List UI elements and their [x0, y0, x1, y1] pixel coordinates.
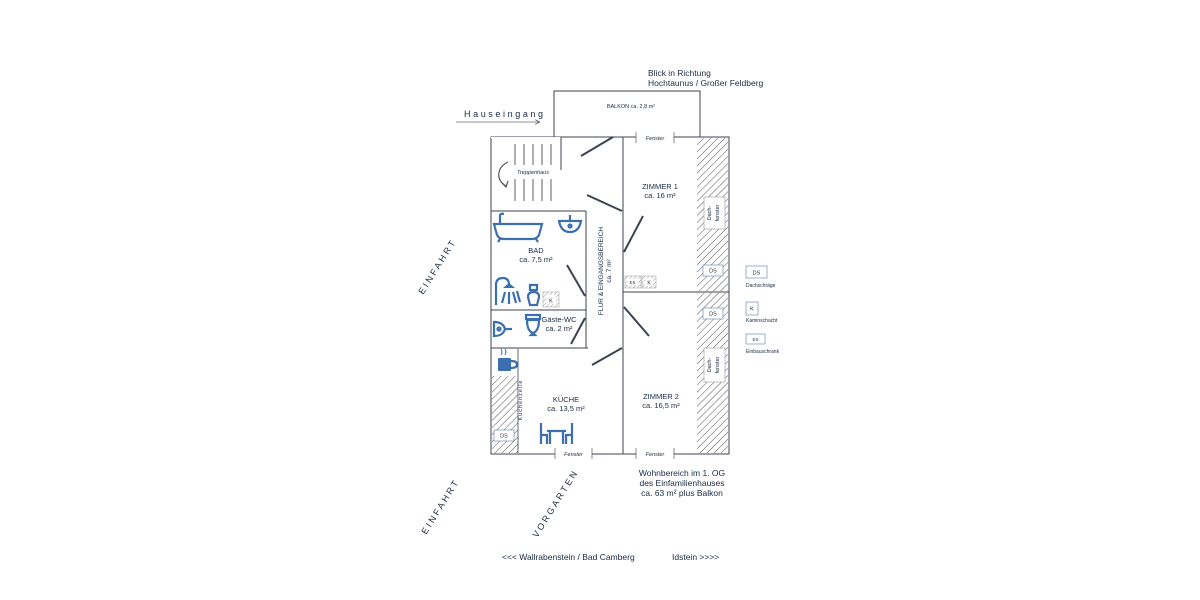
legend-ds-swatch [745, 265, 768, 279]
room-zimmer1-name: ZIMMER 1 [642, 182, 678, 191]
room-kitchen-name: KÜCHE [553, 395, 579, 404]
outer-wall [490, 136, 730, 455]
roof-window-2 [703, 347, 726, 383]
svg-text:Fenster: Fenster [564, 452, 584, 458]
room-bad-name: BAD [528, 246, 544, 255]
svg-text:DS: DS [753, 271, 761, 277]
window-kitchen [555, 448, 592, 459]
einfahrt-label-top: EINFAHRT [416, 237, 458, 296]
svg-text:DS: DS [709, 312, 717, 318]
svg-text:Fenster: Fenster [646, 136, 666, 142]
room-wc-area: ca. 2 m² [545, 324, 573, 333]
room-zimmer2-area: ca. 16,5 m² [642, 401, 680, 410]
roof-window-2-line1: Dach- [707, 357, 713, 372]
door-wc [570, 317, 586, 345]
sink-icon [557, 215, 583, 234]
room-zimmer2-name: ZIMMER 2 [643, 392, 679, 401]
direction-left: <<< Wallrabenstein / Bad Camberg [502, 552, 635, 562]
entrance-label: Hauseingang [464, 109, 546, 119]
roof-slope-kitchen [492, 376, 518, 453]
balcony-label: BALKON ca. 2,8 m² [607, 104, 655, 110]
svg-text:DS: DS [500, 434, 508, 440]
legend-ds-label: Dachschräge [746, 283, 776, 289]
legend-k-label: Kaminschacht [746, 318, 778, 324]
view-direction-line1: Blick in Richtung [648, 68, 711, 78]
window-zimmer2 [636, 448, 674, 459]
roof-window-2-line2: fenster [715, 356, 721, 373]
kitchenette-label: Küchenzeile [518, 380, 524, 421]
stairs-label: Treppenhaus [517, 170, 549, 176]
staircase [514, 144, 552, 201]
wc-toilet-icon [524, 313, 542, 337]
svg-text:DS: DS [709, 269, 717, 275]
door-zimmer1 [623, 215, 644, 253]
room-hallway-name: FLUR & EINGANGSBEREICH [598, 227, 605, 315]
roof-window-1 [703, 196, 726, 230]
door-stairs [586, 194, 623, 212]
ds-tag-kitchen [493, 429, 515, 442]
dining-table-icon [539, 423, 574, 444]
coffee-cup-icon [498, 348, 519, 371]
room-hallway-area: ca. 7 m² [606, 258, 613, 282]
room-bad-area: ca. 7,5 m² [519, 255, 553, 264]
ds-tag-zimmer2 [702, 307, 724, 320]
svg-text:ES: ES [629, 280, 635, 285]
ds-tag-zimmer1 [702, 264, 724, 277]
svg-text:K: K [750, 307, 754, 313]
toilet-bad-icon [526, 283, 541, 307]
svg-text:ES: ES [752, 337, 758, 342]
summary-line2: des Einfamilienhauses [639, 478, 724, 488]
view-direction-line2: Hochtaunus / Großer Feldberg [648, 78, 764, 88]
direction-right: Idstein >>>> [672, 552, 719, 562]
room-wc-name: Gäste-WC [541, 315, 577, 324]
summary-line3: ca. 63 m² plus Balkon [641, 488, 723, 498]
svg-text:K: K [647, 281, 651, 287]
door-kitchen [591, 347, 623, 366]
legend-es-swatch [745, 333, 766, 345]
roof-window-1-line1: Dach- [707, 205, 713, 220]
legend-k-swatch [745, 301, 759, 316]
door-zimmer2 [623, 306, 650, 337]
balcony [553, 90, 701, 138]
bathtub-icon [492, 212, 544, 243]
shower-icon [494, 276, 522, 305]
summary-line1: Wohnbereich im 1. OG [639, 468, 725, 478]
roof-window-1-line2: fenster [715, 204, 721, 221]
door-bad [566, 264, 586, 297]
legend-es-label: Einbauschrank [746, 349, 780, 355]
window-top [636, 132, 674, 143]
svg-text:K: K [549, 299, 553, 305]
door-balcony [580, 136, 614, 157]
legend: DS Dachschräge K Kaminschacht ES Einbaus… [745, 265, 780, 355]
room-kitchen-area: ca. 13,5 m² [547, 404, 585, 413]
svg-text:Fenster: Fenster [646, 452, 666, 458]
stairs-turn-arrow-icon [498, 161, 509, 187]
wc-sink-icon [492, 320, 512, 338]
einfahrt-label-bottom: EINFAHRT [419, 477, 461, 536]
room-zimmer1-area: ca. 16 m² [644, 191, 676, 200]
vorgarten-label: VORGARTEN [530, 467, 580, 539]
